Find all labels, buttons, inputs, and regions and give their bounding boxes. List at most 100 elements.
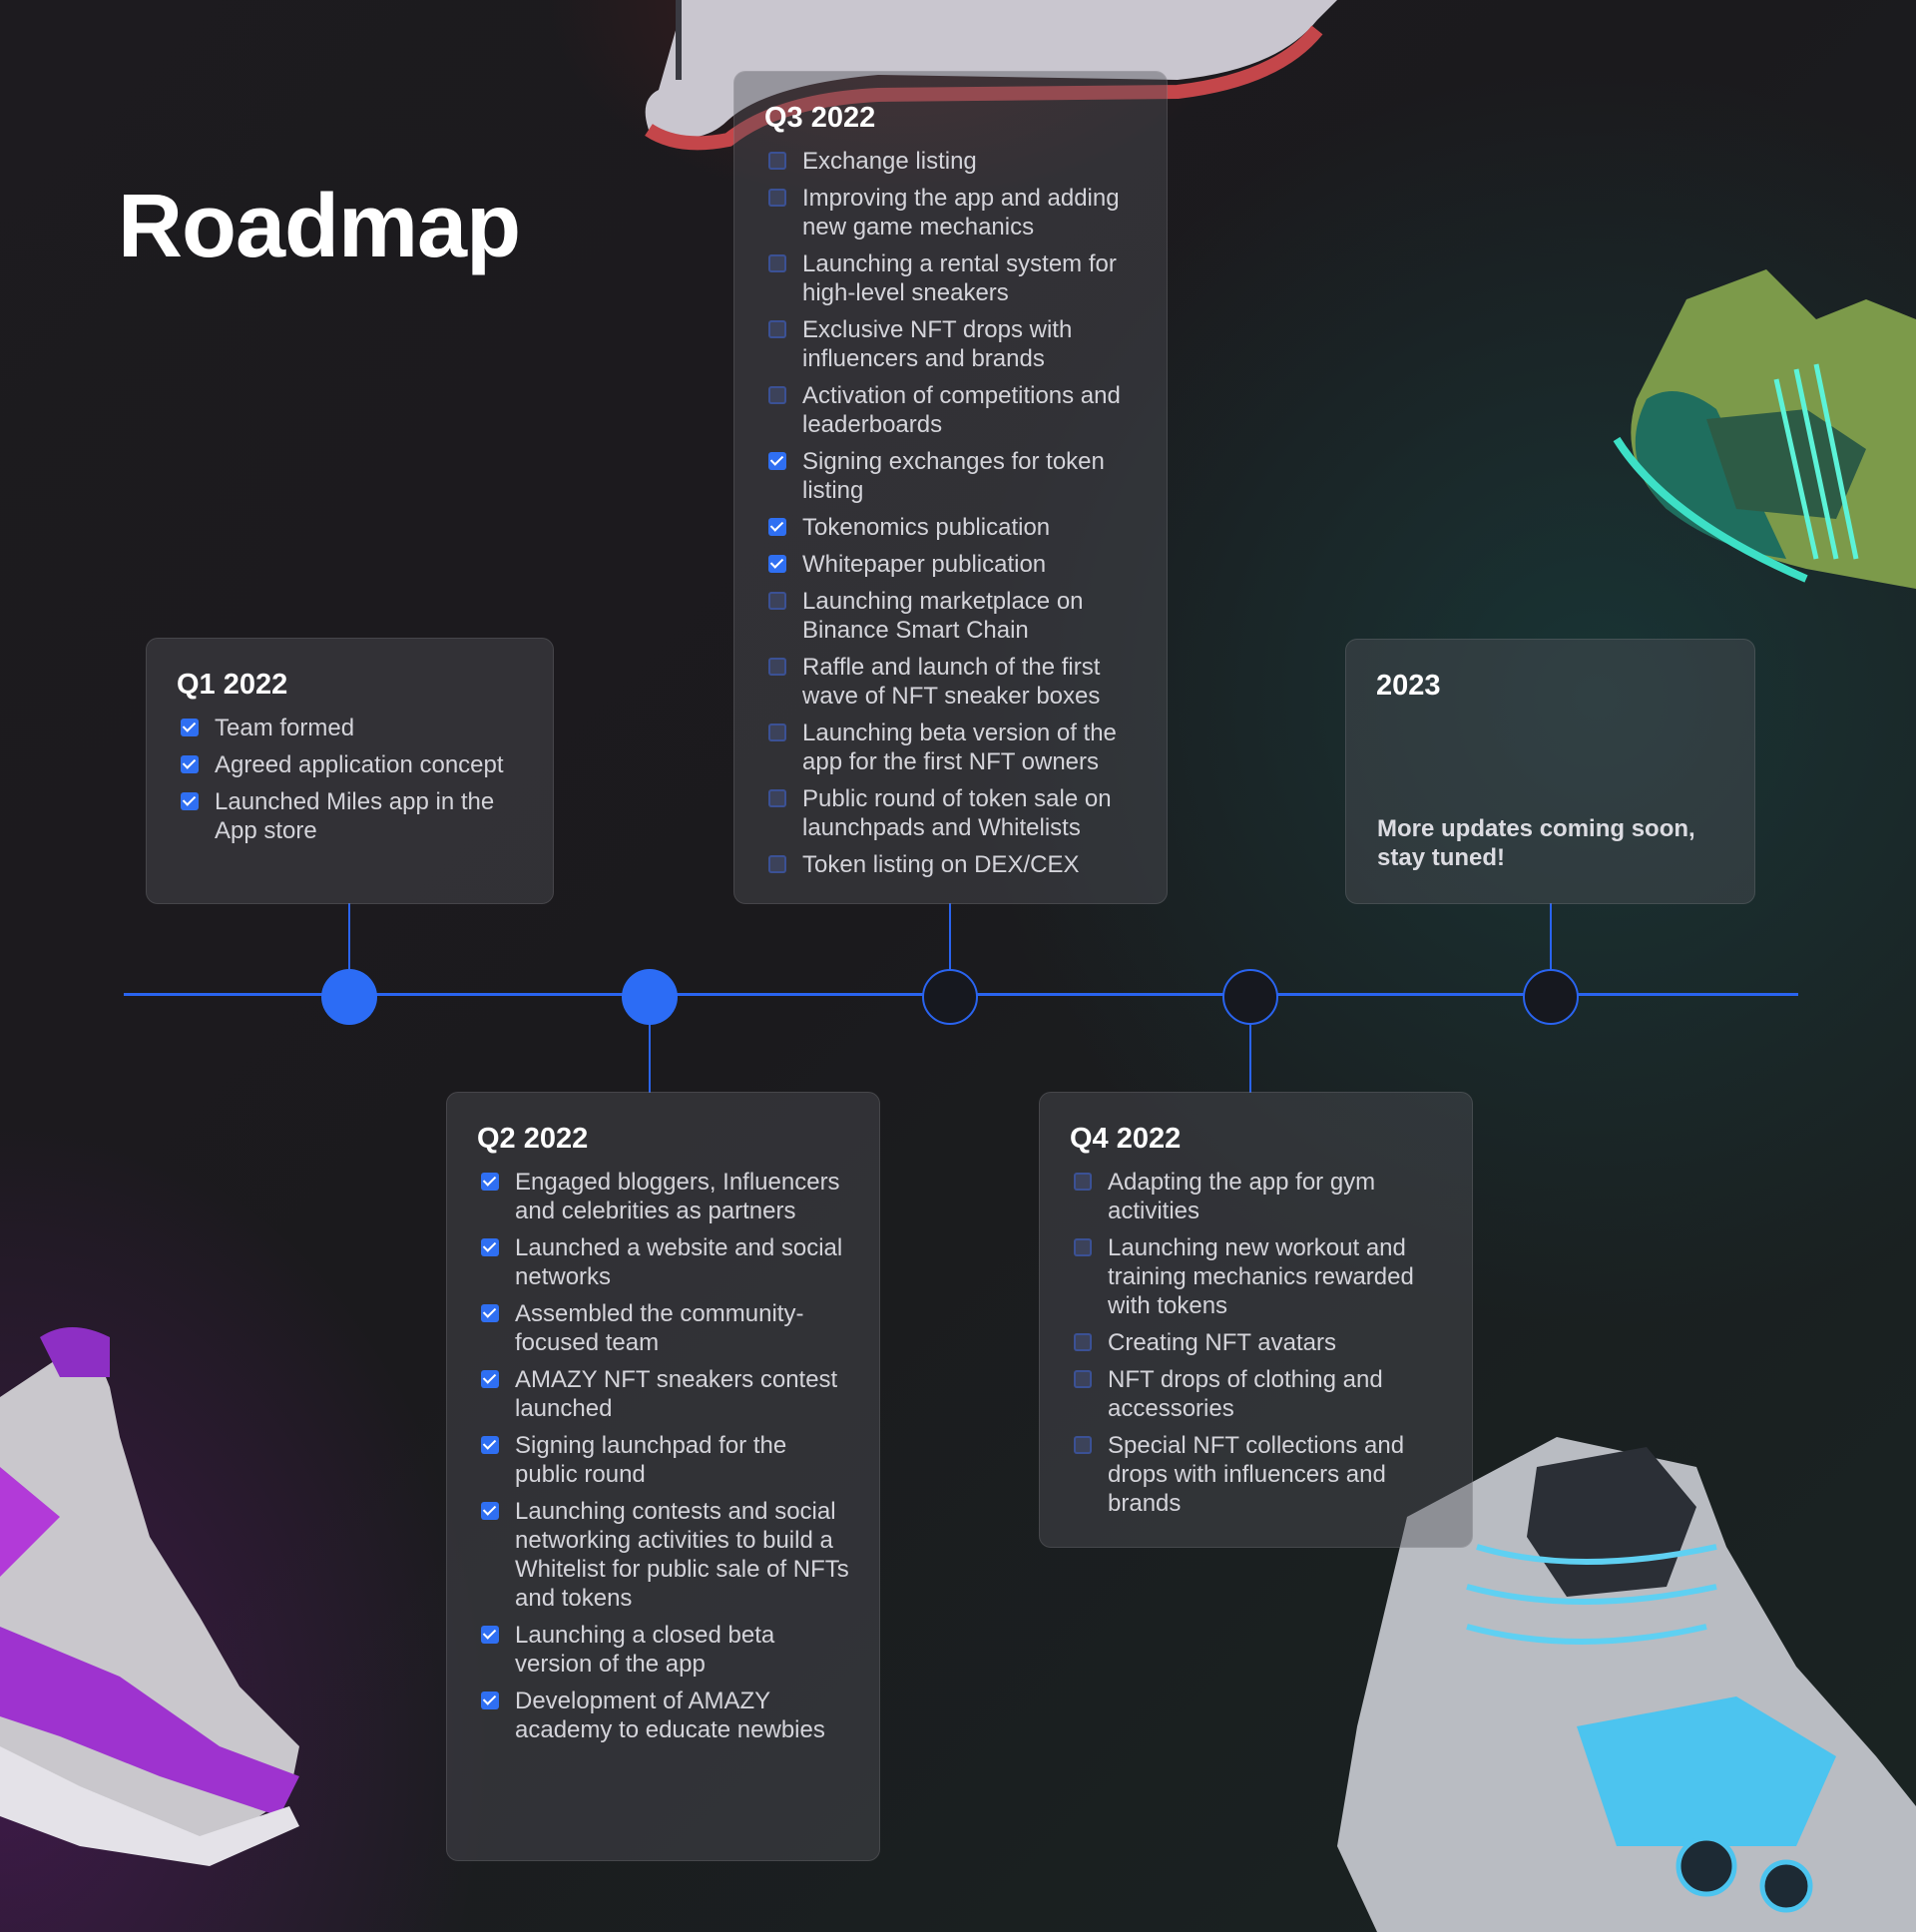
connector-q3 <box>949 903 951 973</box>
checkbox-unchecked-icon <box>768 789 786 807</box>
checkbox-unchecked-icon <box>1074 1333 1092 1351</box>
checklist-item-text: Launching marketplace on Binance Smart C… <box>802 588 1084 644</box>
milestone-dot-q2 <box>622 969 678 1025</box>
checkbox-unchecked-icon <box>768 592 786 610</box>
connector-q2 <box>649 1018 651 1093</box>
checklist-item: Tokenomics publication <box>764 513 1137 542</box>
checklist-item-text: Whitepaper publication <box>802 551 1047 578</box>
checkbox-checked-icon <box>768 518 786 536</box>
milestone-dot-q4 <box>1222 969 1278 1025</box>
page-title: Roadmap <box>118 177 521 276</box>
checkbox-unchecked-icon <box>768 152 786 170</box>
milestone-title: Q2 2022 <box>477 1123 589 1155</box>
checkbox-checked-icon <box>181 755 199 773</box>
checklist-item-text: Launching new workout and training mecha… <box>1108 1234 1414 1319</box>
checklist-item-text: Engaged bloggers, Influencers and celebr… <box>515 1169 840 1224</box>
milestone-title: 2023 <box>1376 670 1441 702</box>
checklist-item-text: Exchange listing <box>802 148 977 175</box>
checklist-item: NFT drops of clothing and accessories <box>1070 1365 1442 1423</box>
timeline-axis <box>124 993 1798 996</box>
checklist-item: Launching new workout and training mecha… <box>1070 1233 1442 1320</box>
checklist-item: Launched Miles app in the App store <box>177 787 523 845</box>
checklist-item-text: Token listing on DEX/CEX <box>802 851 1080 878</box>
checkbox-unchecked-icon <box>1074 1173 1092 1191</box>
milestone-dot-2023 <box>1523 969 1579 1025</box>
checklist-item: Activation of competitions and leaderboa… <box>764 381 1137 439</box>
checklist-item-text: Launching a rental system for high-level… <box>802 250 1117 306</box>
checkbox-checked-icon <box>481 1436 499 1454</box>
checklist-item: Improving the app and adding new game me… <box>764 184 1137 242</box>
milestone-title: Q3 2022 <box>764 102 876 134</box>
checklist-item-text: Tokenomics publication <box>802 514 1051 541</box>
sneaker-image-top <box>619 0 1337 160</box>
checklist-item-text: Raffle and launch of the first wave of N… <box>802 654 1101 710</box>
checkbox-unchecked-icon <box>768 189 786 207</box>
checkbox-checked-icon <box>481 1304 499 1322</box>
checkbox-unchecked-icon <box>768 855 786 873</box>
milestone-items: Engaged bloggers, Influencers and celebr… <box>477 1168 849 1744</box>
checklist-item-text: Activation of competitions and leaderboa… <box>802 382 1121 438</box>
checklist-item-text: Improving the app and adding new game me… <box>802 185 1120 241</box>
sneaker-image-right <box>1607 259 1916 639</box>
checklist-item-text: Team formed <box>215 715 355 741</box>
checklist-item: Whitepaper publication <box>764 550 1137 579</box>
checklist-item: Engaged bloggers, Influencers and celebr… <box>477 1168 849 1225</box>
checklist-item: Exchange listing <box>764 147 1137 176</box>
checklist-item-text: Adapting the app for gym activities <box>1108 1169 1376 1224</box>
checklist-item: Special NFT collections and drops with i… <box>1070 1431 1442 1518</box>
checklist-item-text: Launched Miles app in the App store <box>215 788 495 844</box>
checklist-item: Public round of token sale on launchpads… <box>764 784 1137 842</box>
checkbox-checked-icon <box>481 1238 499 1256</box>
checklist-item-text: Launching a closed beta version of the a… <box>515 1622 775 1678</box>
checkbox-unchecked-icon <box>1074 1370 1092 1388</box>
checkbox-checked-icon <box>481 1691 499 1709</box>
checklist-item: Signing launchpad for the public round <box>477 1431 849 1489</box>
milestone-card-2023: 2023 More updates coming soon, stay tune… <box>1345 639 1755 904</box>
checklist-item-text: Creating NFT avatars <box>1108 1329 1336 1356</box>
checkbox-checked-icon <box>481 1173 499 1191</box>
checklist-item-text: Exclusive NFT drops with influencers and… <box>802 316 1073 372</box>
checklist-item: Creating NFT avatars <box>1070 1328 1442 1357</box>
checkbox-checked-icon <box>481 1502 499 1520</box>
checklist-item: Adapting the app for gym activities <box>1070 1168 1442 1225</box>
connector-2023 <box>1550 903 1552 973</box>
checkbox-unchecked-icon <box>1074 1436 1092 1454</box>
checkbox-checked-icon <box>481 1370 499 1388</box>
checklist-item: Development of AMAZY academy to educate … <box>477 1687 849 1744</box>
checkbox-unchecked-icon <box>768 320 786 338</box>
sneaker-image-bottom-right <box>1317 1427 1916 1932</box>
milestone-card-q4: Q4 2022 Adapting the app for gym activit… <box>1039 1092 1473 1548</box>
checklist-item: Exclusive NFT drops with influencers and… <box>764 315 1137 373</box>
checklist-item-text: Launching contests and social networking… <box>515 1498 849 1612</box>
checklist-item: Token listing on DEX/CEX <box>764 850 1137 879</box>
checklist-item-text: Launching beta version of the app for th… <box>802 720 1117 775</box>
checklist-item: Assembled the community-focused team <box>477 1299 849 1357</box>
checklist-item-text: Signing exchanges for token listing <box>802 448 1105 504</box>
checkbox-checked-icon <box>181 792 199 810</box>
milestone-card-q2: Q2 2022 Engaged bloggers, Influencers an… <box>446 1092 880 1861</box>
checklist-item: Team formed <box>177 714 523 742</box>
checklist-item: Launching a closed beta version of the a… <box>477 1621 849 1679</box>
checkbox-checked-icon <box>768 452 786 470</box>
checklist-item: Launched a website and social networks <box>477 1233 849 1291</box>
checklist-item: Agreed application concept <box>177 750 523 779</box>
milestone-dot-q3 <box>922 969 978 1025</box>
checklist-item: Raffle and launch of the first wave of N… <box>764 653 1137 711</box>
checklist-item-text: Agreed application concept <box>215 751 504 778</box>
checklist-item-text: Launched a website and social networks <box>515 1234 843 1290</box>
milestone-title: Q4 2022 <box>1070 1123 1182 1155</box>
checklist-item-text: Special NFT collections and drops with i… <box>1108 1432 1405 1517</box>
checkbox-checked-icon <box>181 719 199 736</box>
checkbox-unchecked-icon <box>768 386 786 404</box>
checklist-item-text: Development of AMAZY academy to educate … <box>515 1688 825 1743</box>
checklist-item-text: Public round of token sale on launchpads… <box>802 785 1112 841</box>
checklist-item: Signing exchanges for token listing <box>764 447 1137 505</box>
checklist-item-text: Signing launchpad for the public round <box>515 1432 787 1488</box>
checklist-item: AMAZY NFT sneakers contest launched <box>477 1365 849 1423</box>
milestone-title: Q1 2022 <box>177 669 288 701</box>
checkbox-unchecked-icon <box>1074 1238 1092 1256</box>
